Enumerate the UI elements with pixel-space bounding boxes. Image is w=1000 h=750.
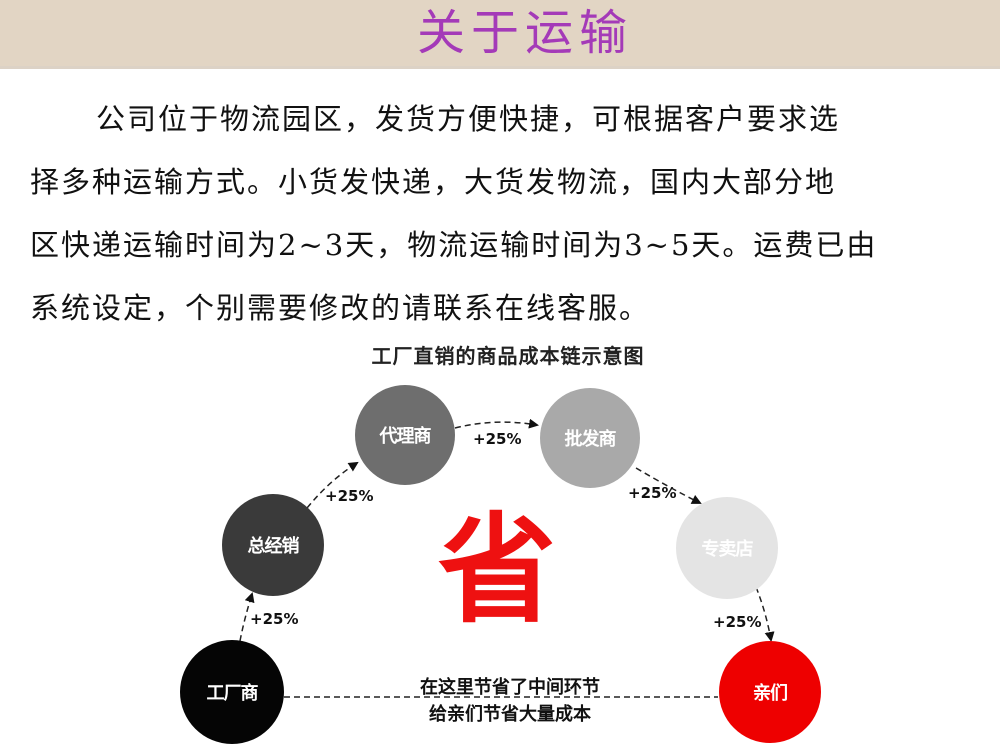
node-label: 专卖店 [701,539,754,560]
node-label: 批发商 [564,429,617,450]
saving-text-line-1: 在这里节省了中间环节 [420,677,600,698]
page-title: 关于运输 [416,5,633,61]
node-agent: 代理商 [355,385,455,485]
arrow-store-to-customer [755,586,775,642]
node-specialty-store: 专卖店 [676,497,778,599]
arrow-agent-to-wholesaler [454,418,539,429]
paragraph-line: 公司位于物流园区，发货方便快捷，可根据客户要求选 [96,102,841,136]
paragraph-line: 区快递运输时间为2~3天，物流运输时间为3~5天。运费已由 [30,228,878,262]
node-label: 代理商 [379,426,432,447]
save-character: 省 [438,501,557,639]
arrow-factory-to-distributor [239,592,255,642]
arrow-distributor-to-agent [306,461,359,509]
markup-label: +25% [713,613,762,631]
markup-label: +25% [473,430,522,448]
node-customers: 亲们 [719,641,821,743]
shipping-description: 公司位于物流园区，发货方便快捷，可根据客户要求选 择多种运输方式。小货发快递，大… [30,88,970,340]
node-label: 总经销 [247,536,300,557]
diagram-title: 工厂直销的商品成本链示意图 [371,344,645,368]
paragraph-line: 择多种运输方式。小货发快递，大货发物流，国内大部分地 [30,165,837,199]
markup-label: +25% [628,484,677,502]
paragraph-line: 系统设定，个别需要修改的请联系在线客服。 [30,291,651,325]
header-banner: 关于运输 [0,0,1000,69]
markup-label: +25% [250,610,299,628]
saving-text-line-2: 给亲们节省大量成本 [429,704,591,725]
node-general-distributor: 总经销 [222,494,324,596]
node-label: 亲们 [753,683,788,704]
markup-label: +25% [325,487,374,505]
node-wholesaler: 批发商 [540,388,640,488]
node-label: 工厂商 [206,683,259,704]
node-factory: 工厂商 [180,640,284,744]
